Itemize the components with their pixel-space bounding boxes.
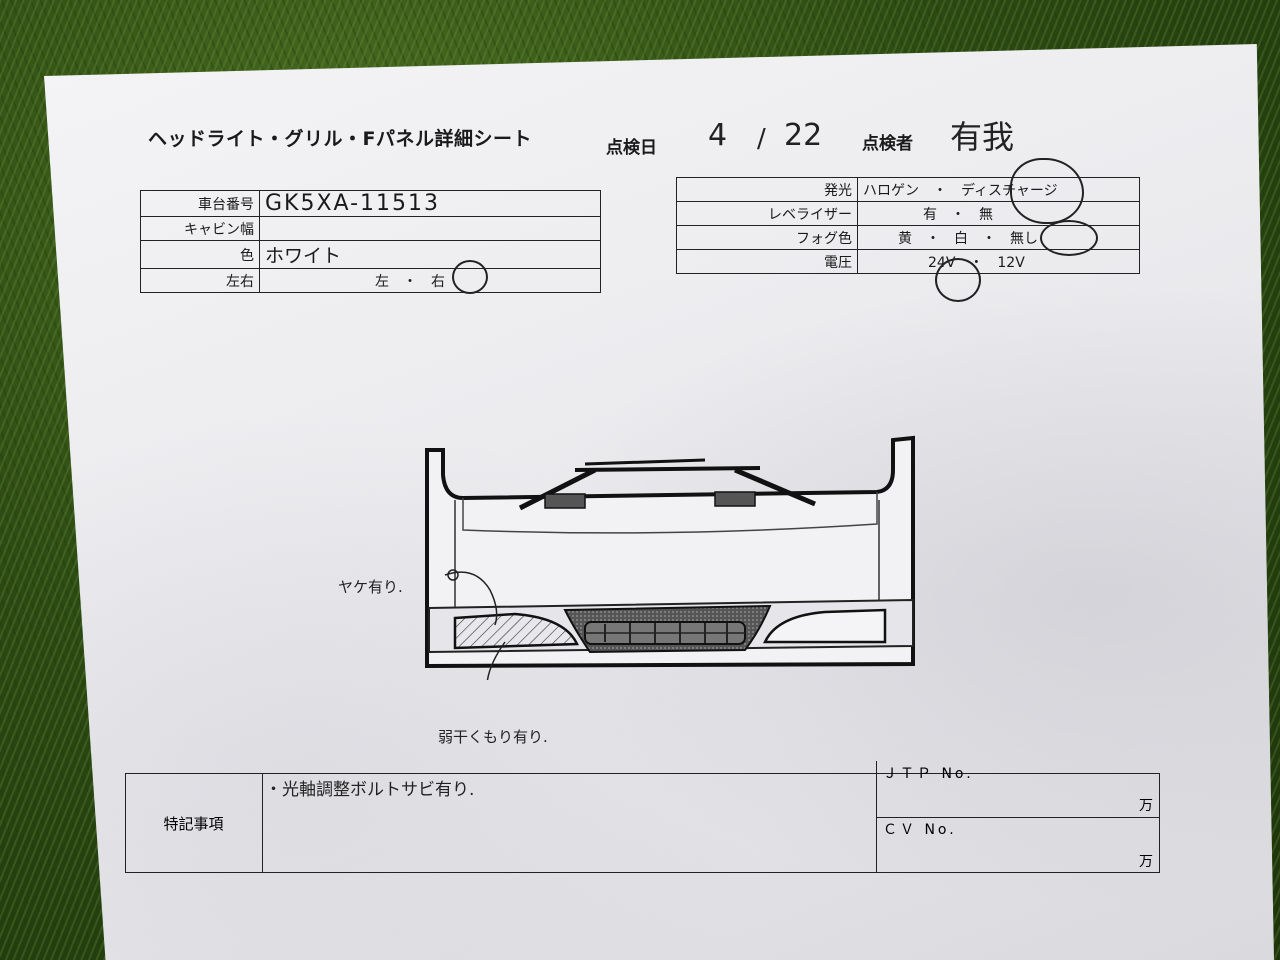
notes-border	[125, 773, 1160, 873]
cv-row: ＣＶ No. 万	[877, 817, 1159, 873]
inspector-label: 点検者	[862, 134, 913, 154]
jtp-cv-box: ＪＴＰ No. 万 ＣＶ No. 万	[876, 761, 1159, 873]
lamp-info-table: 発光 ハロゲン ・ ディスチャージ レベライザー 有 ・ 無 フォグ色 黄 ・ …	[676, 177, 1140, 274]
selection-circle-discharge	[1010, 158, 1084, 224]
row-value	[259, 216, 601, 241]
table-row: 発光 ハロゲン ・ ディスチャージ	[676, 177, 1140, 202]
sheet-title: ヘッドライト・グリル・Fパネル詳細シート	[148, 128, 532, 150]
jtp-row: ＪＴＰ No. 万	[877, 761, 1159, 818]
inspection-date-label: 点検日	[606, 138, 657, 158]
table-row: 色 ホワイト	[140, 240, 601, 269]
notes-value: ・光軸調整ボルトサビ有り.	[265, 780, 475, 800]
row-label: 電圧	[676, 249, 858, 274]
row-label: キャビン幅	[140, 216, 260, 241]
row-value: GK5XA-11513	[259, 190, 601, 217]
row-value: 左 ・ 右	[259, 268, 601, 293]
table-row: 電圧 24V ・ 12V	[676, 249, 1140, 274]
row-value: ホワイト	[259, 240, 601, 269]
inspection-date-month: 4	[708, 118, 728, 153]
cv-unit: 万	[1139, 854, 1153, 870]
truck-front-diagram	[425, 435, 915, 680]
row-label: レベライザー	[676, 201, 858, 226]
notes-section: 特記事項 ・光軸調整ボルトサビ有り. ＪＴＰ No. 万 ＣＶ No. 万	[125, 761, 1160, 873]
table-row: 左右 左 ・ 右	[140, 268, 601, 293]
annotation-burn: ヤケ有り.	[338, 578, 403, 596]
notes-label: 特記事項	[125, 773, 263, 873]
inspection-date-day: 22	[784, 118, 823, 153]
selection-circle-fog-none	[1040, 220, 1098, 256]
selection-circle-24v	[935, 258, 981, 302]
row-label: フォグ色	[676, 225, 858, 250]
table-row: キャビン幅	[140, 216, 601, 241]
row-label: 発光	[676, 177, 858, 202]
vehicle-info-table: 車台番号 GK5XA-11513 キャビン幅 色 ホワイト 左右 左 ・ 右	[140, 190, 601, 293]
row-label: 左右	[140, 268, 260, 293]
row-value: 24V ・ 12V	[857, 249, 1140, 274]
selection-circle-right	[452, 260, 488, 294]
row-label: 車台番号	[140, 190, 260, 217]
row-label: 色	[140, 240, 260, 269]
annotation-fog: 弱干くもり有り.	[438, 728, 548, 746]
jtp-label: ＪＴＰ No.	[883, 766, 974, 782]
jtp-unit: 万	[1139, 798, 1153, 814]
table-row: 車台番号 GK5XA-11513	[140, 190, 601, 217]
row-value: 有 ・ 無	[857, 201, 1140, 226]
row-value: ハロゲン ・ ディスチャージ	[857, 177, 1140, 202]
cv-label: ＣＶ No.	[883, 822, 957, 838]
inspector-name: 有我	[950, 118, 1015, 156]
inspection-date-separator: /	[757, 124, 766, 154]
